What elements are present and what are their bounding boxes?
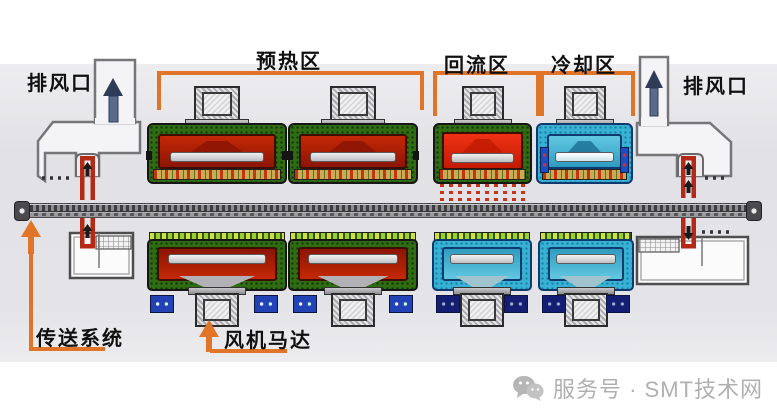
up-arrow-icon [103, 78, 123, 96]
fan-grille [572, 299, 600, 321]
cooler-chamber [442, 247, 522, 281]
fan-grille [339, 299, 367, 321]
side-tab [540, 147, 549, 173]
right-exhaust-assembly [635, 55, 750, 286]
conveyor-callout-shaft [28, 236, 34, 254]
fan-motor-label: 风机马达 [224, 330, 312, 352]
preheat-module-bottom-1 [147, 230, 287, 330]
preheat-zone-label: 预热区 [256, 51, 322, 73]
conveyor-end-cap-left [14, 201, 30, 221]
connector-block [254, 295, 278, 313]
heater-casing [287, 123, 419, 184]
heating-elements [439, 169, 526, 180]
diffuser-plate [555, 152, 614, 162]
fan-motor-icon [331, 293, 375, 327]
cooler-chamber [548, 247, 624, 281]
connector-block [436, 295, 460, 313]
connector-block [150, 295, 174, 313]
fan-grille [203, 299, 231, 321]
connector-block [293, 295, 317, 313]
left-exhaust-assembly [36, 58, 142, 280]
heater-casing [433, 123, 532, 184]
side-latch [146, 151, 152, 160]
conveyor-rail [16, 203, 760, 218]
connector-block [504, 295, 528, 313]
reflow-module-top [433, 86, 532, 186]
air-funnel [460, 139, 505, 154]
diffuser-plate [310, 152, 396, 162]
cooling-elements [542, 169, 627, 180]
conveyor-chain [18, 205, 758, 212]
conveyor-rail-edge [18, 213, 758, 216]
cooling-zone-label: 冷却区 [551, 55, 617, 77]
conveyor-callout-line-v [29, 252, 33, 351]
fan-motor-icon [460, 293, 504, 327]
chain-tensioner-lower [80, 218, 95, 249]
connector-block [542, 295, 566, 313]
diffuser-plate [308, 254, 398, 264]
chain-tensioner-upper [80, 156, 95, 200]
side-latch [287, 151, 293, 160]
fan-grille [469, 92, 496, 116]
fan-grille [338, 92, 368, 116]
diffuser-plate [555, 254, 617, 264]
conveyor-callout-arrow-icon [21, 220, 41, 237]
reflow-zone-label: 回流区 [444, 55, 510, 77]
preheat-zone-bracket [157, 71, 424, 110]
side-latch [282, 151, 288, 160]
reflow-zone-bracket [433, 71, 540, 116]
heater-chamber [442, 132, 523, 170]
fan-motor-icon [461, 86, 504, 122]
fan-motor-callout-shaft [206, 336, 212, 352]
cooling-module-bottom-2 [538, 230, 634, 330]
heater-chamber [299, 134, 407, 169]
left-drive-box [68, 231, 135, 280]
cooler-casing [536, 123, 633, 184]
fan-motor-icon [194, 86, 240, 122]
preheat-module-bottom-2 [288, 230, 418, 330]
connector-block [389, 295, 413, 313]
cooling-zone-bracket [540, 71, 635, 116]
chain-tensioner-lower [681, 218, 696, 249]
heater-chamber [157, 247, 277, 281]
heater-chamber [298, 247, 408, 281]
connector-block [606, 295, 630, 313]
mesh-grille [95, 235, 132, 250]
side-tab [620, 147, 629, 173]
cooling-module-top [536, 86, 633, 186]
fan-grille [468, 299, 496, 321]
heating-elements [153, 169, 281, 180]
wechat-icon [513, 375, 544, 401]
chain-tensioner-upper [681, 156, 696, 198]
watermark-text: 服务号 · SMT技术网 [553, 377, 763, 402]
mesh-grille [638, 238, 680, 253]
fan-grille [571, 92, 598, 116]
exhaust-right-label: 排风口 [683, 76, 749, 98]
cooling-module-bottom-1 [432, 230, 532, 330]
exhaust-left-label: 排风口 [27, 73, 93, 95]
conveyor-system-label: 传送系统 [36, 328, 124, 350]
up-arrow-icon [645, 70, 663, 88]
heating-elements [294, 169, 412, 180]
fan-motor-icon [330, 86, 376, 122]
fan-grille [202, 92, 232, 116]
fan-motor-callout-arrow-icon [199, 320, 219, 337]
diffuser-plate [170, 152, 264, 162]
preheat-module-top-1 [146, 86, 288, 186]
conveyor-callout-line-h [29, 347, 105, 351]
diffuser-plate [450, 153, 515, 163]
fan-motor-icon [564, 293, 608, 327]
fan-motor-callout-line-h [210, 349, 287, 353]
left-duct [36, 120, 142, 184]
conveyor-end-cap-right [746, 201, 762, 221]
cooler-chamber [547, 134, 622, 169]
preheat-module-top-2 [287, 86, 419, 186]
fan-motor-icon [563, 86, 606, 122]
watermark: 服务号 · SMT技术网 [512, 372, 763, 404]
diffuser-plate [168, 254, 266, 264]
heater-casing [146, 123, 288, 184]
diffuser-plate [450, 254, 514, 264]
heater-chamber [158, 134, 276, 169]
side-latch [413, 151, 419, 160]
